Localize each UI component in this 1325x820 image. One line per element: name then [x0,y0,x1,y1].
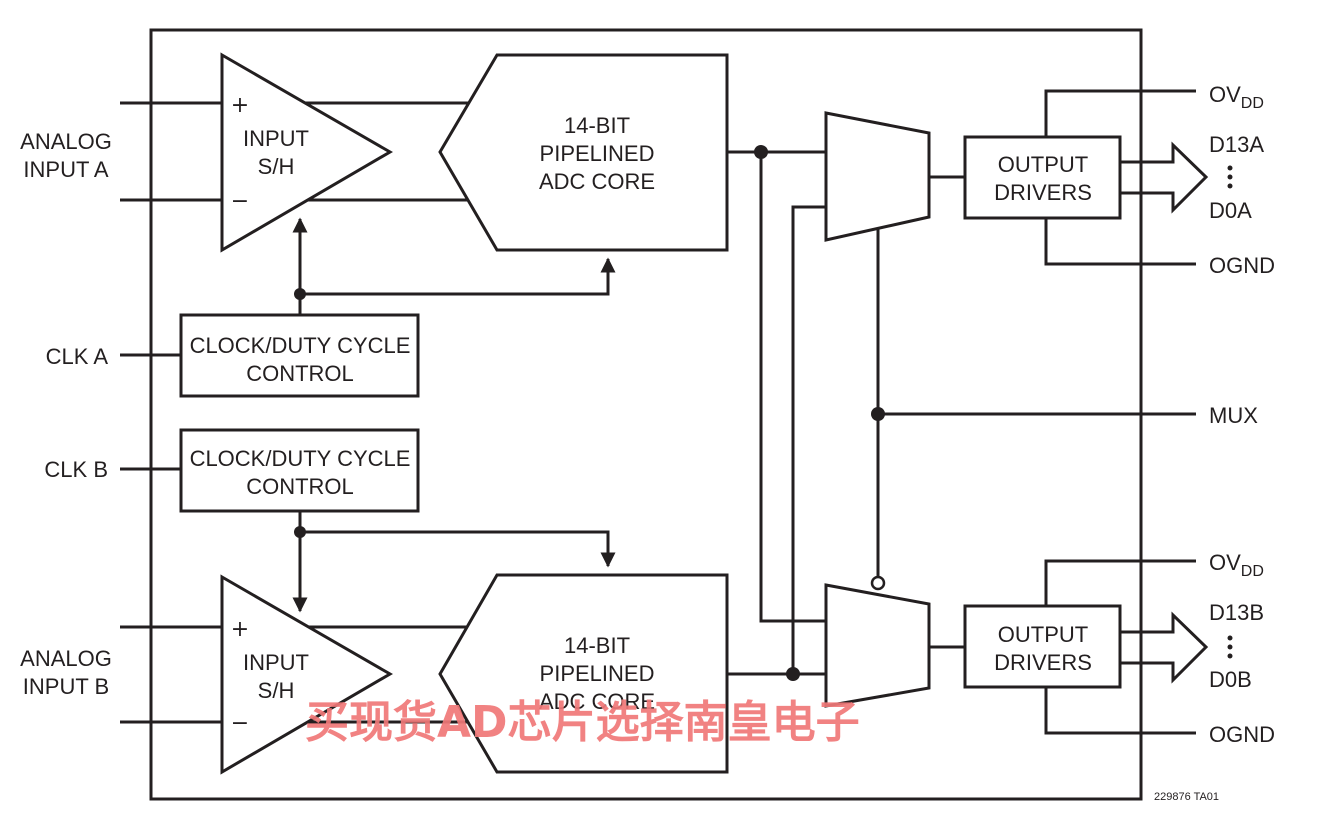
bus-b-ellipsis-dot-3 [1227,653,1233,659]
mux-junction [871,407,885,421]
clk-b-junction [294,526,306,538]
adc-core-b-label-2: PIPELINED [540,661,655,686]
bus-arrow-a [1120,141,1209,214]
output-drivers-b [963,604,1122,689]
bus-a-ellipsis-dot-3 [1227,183,1233,189]
mux-b [824,583,931,708]
analog-input-b-label-1: ANALOG [20,646,112,671]
input-sh-a-label-1: INPUT [243,126,309,151]
adc-core-b-label-3: ADC CORE [539,689,655,714]
ovdd-a-lead [1044,89,1196,137]
ognd-b-lead [1044,687,1196,735]
ognd-a-lead [1044,218,1196,266]
output-drivers-b-label-1: OUTPUT [998,622,1088,647]
ovdd-b-label: OVDD [1209,550,1264,580]
clk-b-label: CLK B [44,457,108,482]
clock-control-b [179,428,420,513]
watermark-text: 买现货AD芯片选择南皇电子 [305,697,860,748]
output-drivers-b-label-2: DRIVERS [994,650,1092,675]
mux-a [824,111,931,242]
clock-control-b-label-2: CONTROL [246,474,354,499]
analog-input-a-label-1: ANALOG [20,129,112,154]
adc-core-a-label-2: PIPELINED [540,141,655,166]
output-drivers-a-label-2: DRIVERS [994,180,1092,205]
clock-control-a-label-1: CLOCK/DUTY CYCLE [190,333,411,358]
mux-inverter-bubble [870,575,886,591]
clock-control-a-label-2: CONTROL [246,361,354,386]
analog-input-b-label-2: INPUT B [23,674,109,699]
d0a-label: D0A [1209,198,1252,223]
ognd-b-label: OGND [1209,722,1275,747]
input-b-minus-sign: − [231,711,249,736]
output-drivers-a [963,135,1122,220]
adc-core-b-label-1: 14-BIT [564,633,630,658]
adc-core-a-label-3: ADC CORE [539,169,655,194]
input-sh-b-label-1: INPUT [243,650,309,675]
input-sh-a-label-2: S/H [258,154,295,179]
input-b-plus-sign: + [231,617,249,642]
d0b-label: D0B [1209,667,1252,692]
clk-b-to-adc-arrow [300,530,616,568]
adc-b-to-mux-a [791,205,826,674]
adc-b-junction [786,667,800,681]
input-a-minus-sign: − [231,189,249,214]
input-sh-a [220,52,393,253]
adc-core-b [438,573,729,774]
adc-a-junction [754,145,768,159]
clk-a-junction [294,288,306,300]
adc-core-a [438,53,729,252]
clk-a-to-adc-arrow [300,257,616,296]
clk-a-label: CLK A [46,344,109,369]
input-sh-b-label-2: S/H [258,678,295,703]
analog-input-a-label-2: INPUT A [23,157,109,182]
input-sh-b [220,574,393,775]
clock-control-b-label-1: CLOCK/DUTY CYCLE [190,446,411,471]
ognd-a-label: OGND [1209,253,1275,278]
bus-a-ellipsis-dot-2 [1227,174,1233,180]
bus-a-ellipsis-dot-1 [1227,165,1233,171]
figure-code: 229876 TA01 [1154,791,1219,803]
d13a-label: D13A [1209,132,1264,157]
adc-core-a-label-1: 14-BIT [564,113,630,138]
ovdd-a-label: OVDD [1209,82,1264,112]
input-a-plus-sign: + [231,93,249,118]
adc-a-to-mux-b [759,152,826,623]
bus-b-ellipsis-dot-2 [1227,644,1233,650]
d13b-label: D13B [1209,600,1264,625]
mux-label: MUX [1209,403,1258,428]
bus-arrow-b [1120,611,1209,684]
ovdd-b-lead [1044,559,1196,606]
output-drivers-a-label-1: OUTPUT [998,152,1088,177]
bus-b-ellipsis-dot-1 [1227,635,1233,641]
